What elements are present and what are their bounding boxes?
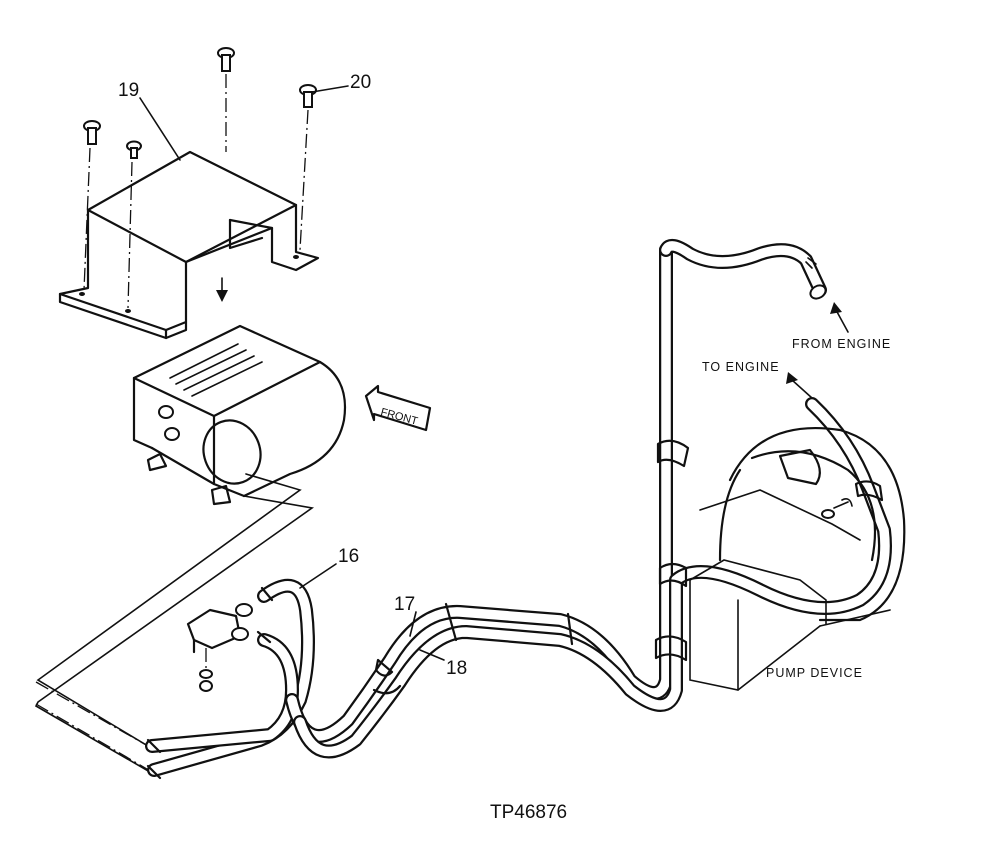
bolt-mid	[126, 140, 142, 309]
callout-18: 18	[446, 658, 467, 679]
bolt-left	[83, 120, 101, 291]
figure-id: TP46876	[490, 802, 567, 823]
heater-box	[132, 324, 346, 506]
from-engine-arrow-icon	[830, 302, 849, 333]
pump-device	[689, 426, 906, 691]
bolt-right	[299, 84, 317, 251]
callout-16: 16	[338, 546, 359, 567]
callout-leaders	[139, 85, 445, 661]
valve-assembly	[186, 603, 253, 692]
bolt-top-center	[217, 47, 235, 152]
front-arrow-icon: FRONT	[364, 384, 432, 432]
down-arrow-icon	[216, 277, 228, 302]
to-engine-arrow-icon	[786, 372, 813, 399]
front-label: FRONT	[379, 406, 419, 427]
assembly-guides	[34, 473, 315, 773]
callout-19: 19	[118, 80, 139, 101]
cover-bracket	[58, 150, 320, 340]
to-engine-label: TO ENGINE	[702, 360, 780, 374]
hose-clamps	[146, 439, 884, 780]
pump-device-label: PUMP DEVICE	[766, 666, 863, 680]
hose-17-18	[285, 238, 892, 759]
hose-16	[145, 578, 315, 777]
callout-17: 17	[394, 594, 415, 615]
from-engine-label: FROM ENGINE	[792, 337, 891, 351]
hose-end-fitting	[805, 257, 827, 300]
callout-20: 20	[350, 72, 371, 93]
